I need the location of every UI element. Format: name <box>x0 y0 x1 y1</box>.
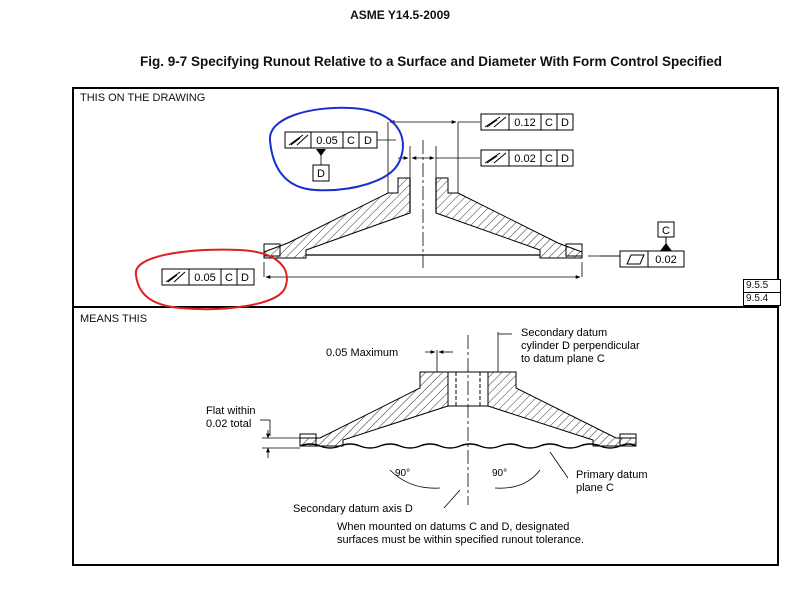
secondary-datum-text: cylinder D perpendicular <box>521 340 640 352</box>
flatness-icon <box>626 254 645 265</box>
primary-datum-text: plane C <box>576 482 614 494</box>
section-label-drawing: THIS ON THE DRAWING <box>80 92 206 104</box>
total-runout-icon <box>484 152 507 164</box>
total-runout-icon <box>484 116 507 128</box>
fcf-datum: D <box>561 117 569 129</box>
secondary-datum-text: Secondary datum <box>521 327 607 339</box>
fcf-tolerance: 0.02 <box>514 153 535 165</box>
drawing-leaders <box>263 120 620 279</box>
figure-frame <box>72 87 779 566</box>
angle-right-label: 90° <box>492 468 507 479</box>
total-runout-icon <box>288 134 309 146</box>
fcf-datum: C <box>545 117 553 129</box>
fcf-datum: D <box>561 153 569 165</box>
datum-d-label: D <box>317 168 325 180</box>
fcf-datum: C <box>225 272 233 284</box>
angle-left-label: 90° <box>395 468 410 479</box>
reference-item: 9.5.5 <box>746 280 769 291</box>
datum-c-group: C 0.02 <box>619 221 685 268</box>
datum-triangle-icon <box>316 149 326 156</box>
fcf-datum: C <box>347 135 355 147</box>
total-runout-icon <box>165 271 186 283</box>
flat-within-text: 0.02 total <box>206 418 251 430</box>
section-divider <box>72 306 779 308</box>
flatness-tolerance: 0.02 <box>655 254 676 266</box>
blue-annotation-circle <box>268 106 404 192</box>
fcf-bottom-left-red: 0.05 C D <box>161 268 255 286</box>
reference-box: 9.5.5 9.5.4 <box>743 279 781 306</box>
axis-label: Secondary datum axis D <box>293 503 413 515</box>
fcf-datum: D <box>364 135 372 147</box>
fcf-top-right: 0.12 C D <box>480 113 574 131</box>
means-leaders <box>260 332 569 509</box>
note-text: surfaces must be within specified runout… <box>337 534 584 546</box>
fcf-mid-right: 0.02 C D <box>480 149 574 167</box>
fcf-tolerance: 0.05 <box>316 135 337 147</box>
flat-within-text: Flat within <box>206 405 256 417</box>
fcf-left-blue: 0.05 C D D <box>284 131 378 182</box>
secondary-datum-text: to datum plane C <box>521 353 605 365</box>
reference-item: 9.5.4 <box>744 292 780 305</box>
primary-datum-text: Primary datum <box>576 469 648 481</box>
fcf-tolerance: 0.05 <box>194 272 215 284</box>
fcf-tolerance: 0.12 <box>514 117 535 129</box>
fcf-datum: C <box>545 153 553 165</box>
datum-triangle-icon <box>660 243 672 251</box>
red-annotation-circle <box>134 248 288 311</box>
standard-header: ASME Y14.5-2009 <box>350 8 450 22</box>
figure-title: Fig. 9-7 Specifying Runout Relative to a… <box>140 54 722 69</box>
means-part <box>299 335 637 505</box>
max-label: 0.05 Maximum <box>326 347 398 359</box>
fcf-datum: D <box>241 272 249 284</box>
datum-c-label: C <box>662 225 670 237</box>
note-text: When mounted on datums C and D, designat… <box>337 521 569 533</box>
section-label-means: MEANS THIS <box>80 313 148 325</box>
drawing-part <box>263 140 583 268</box>
